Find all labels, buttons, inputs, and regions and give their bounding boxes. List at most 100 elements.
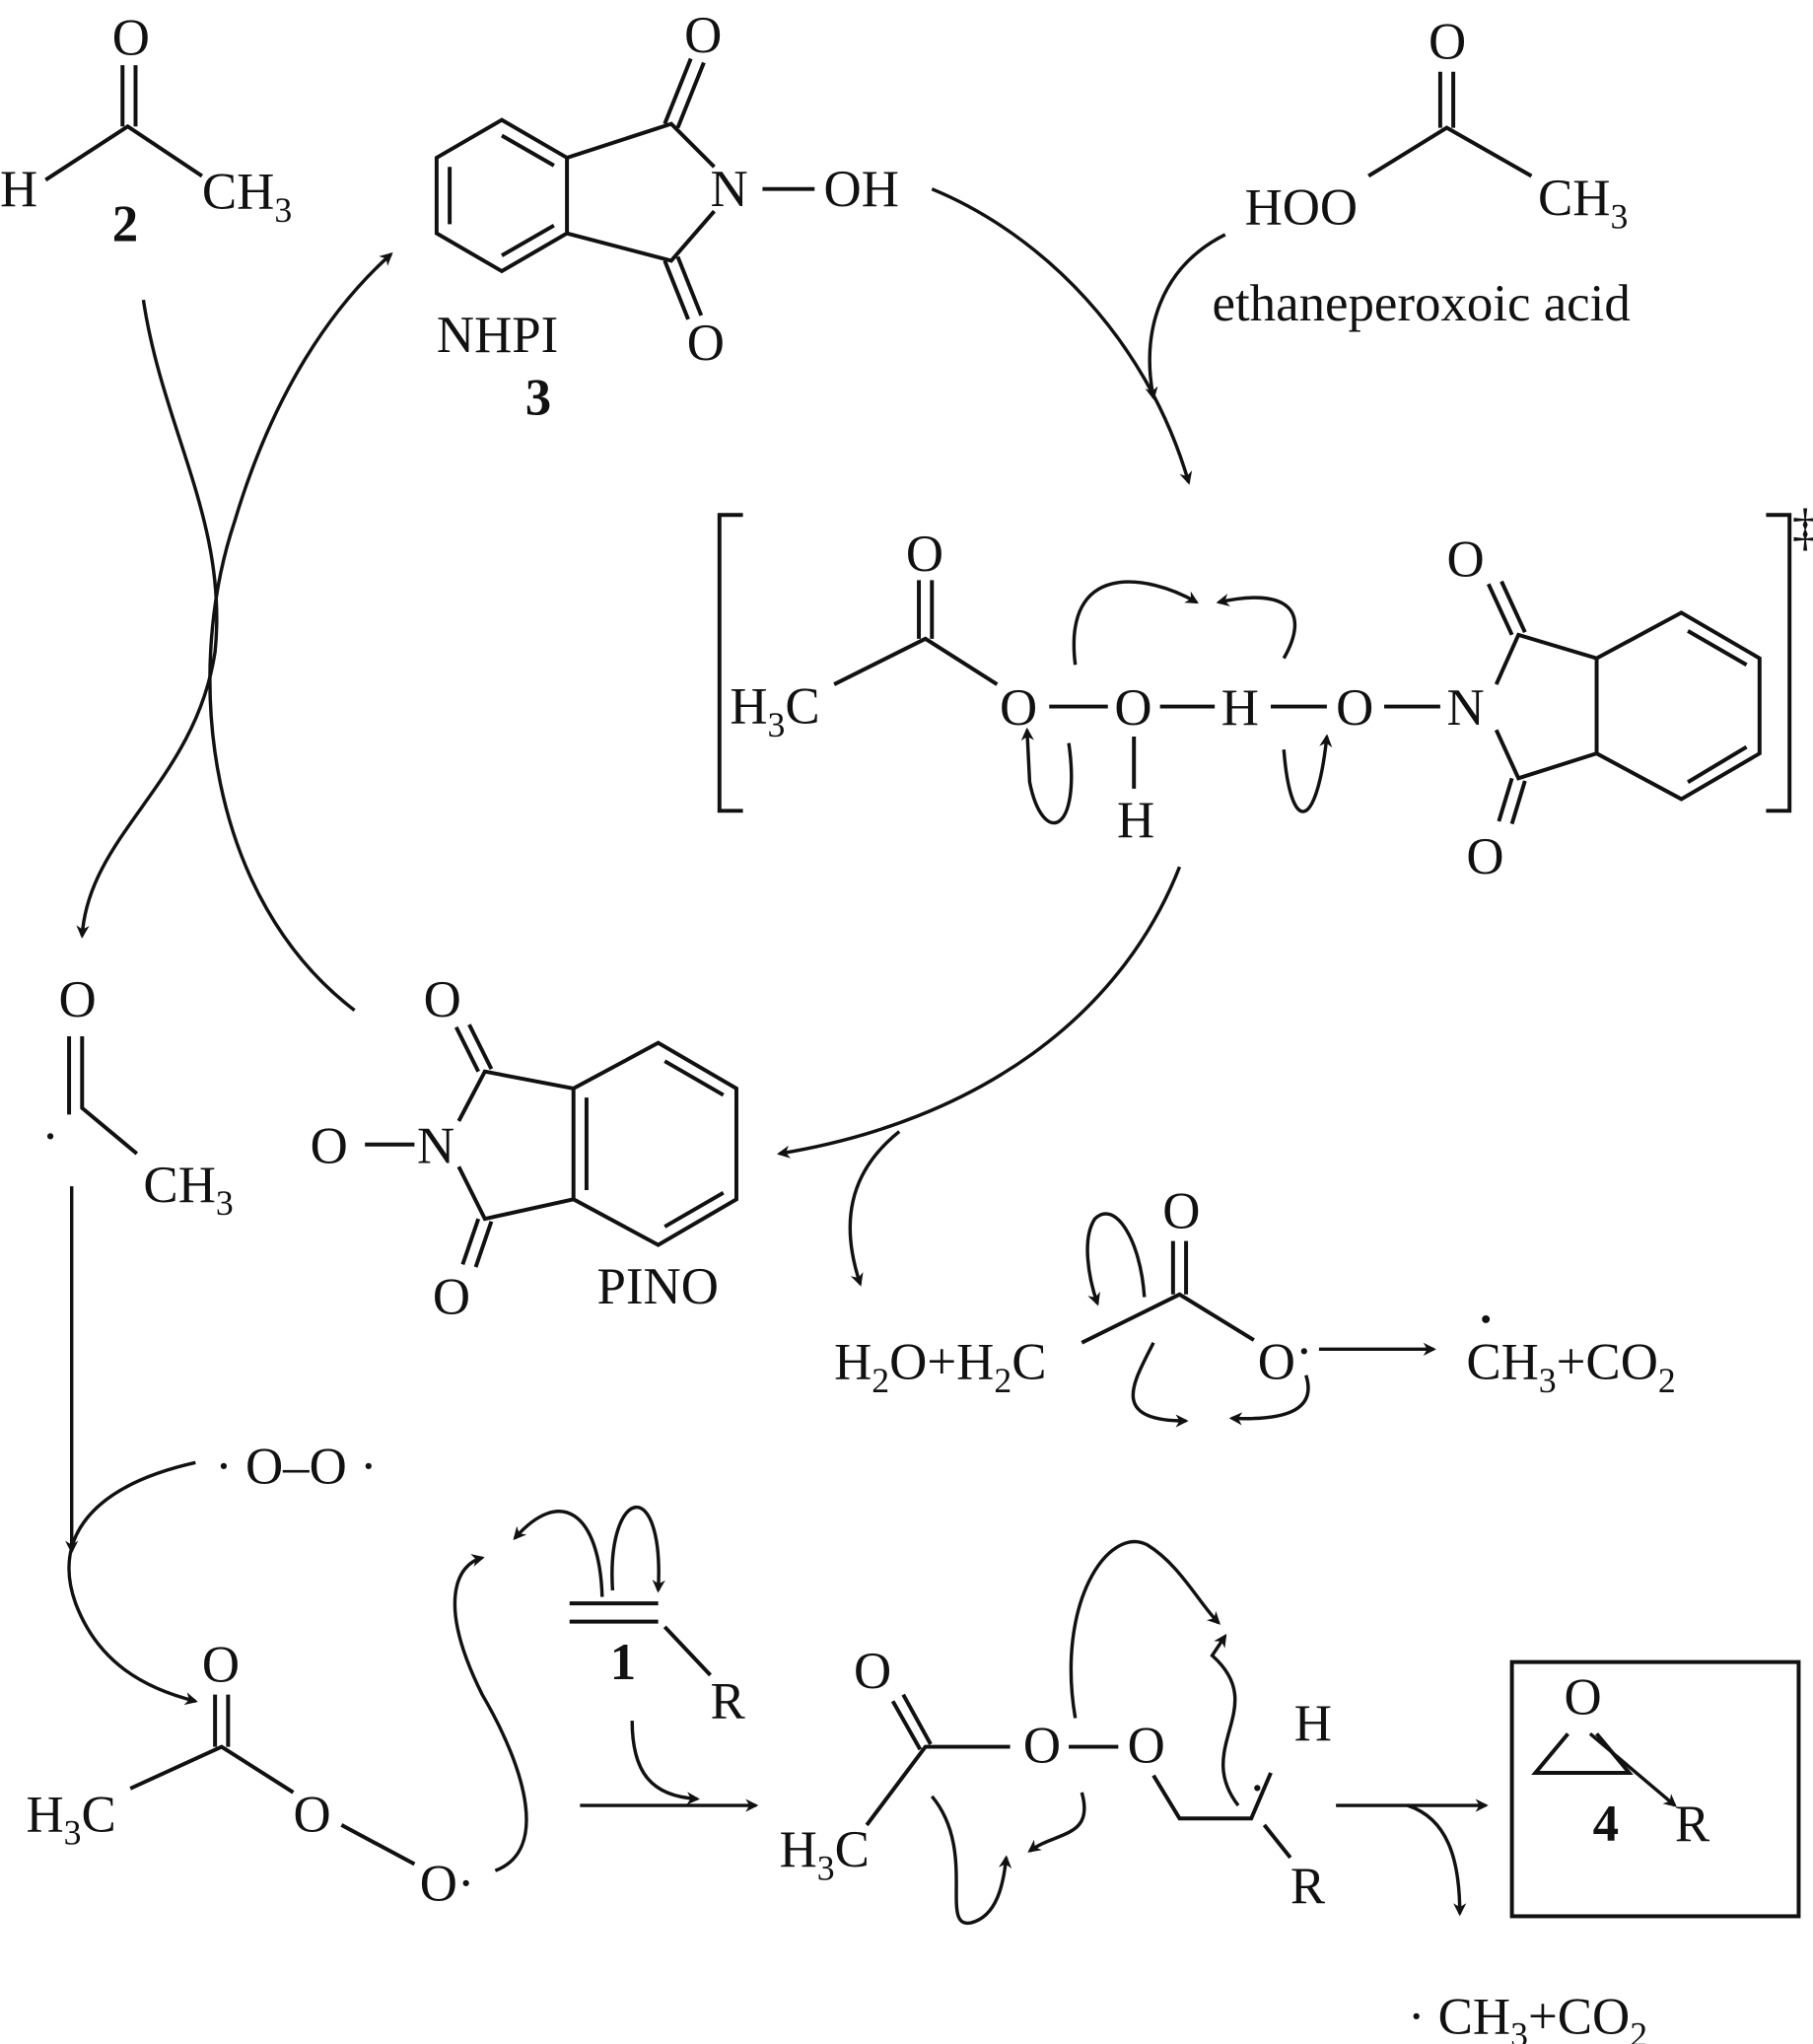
atom-o: O	[1000, 679, 1037, 737]
r-group: R	[1675, 1796, 1710, 1853]
arrow-pino-to-nhpi	[208, 252, 393, 1012]
curved-electron-arrow	[1216, 594, 1297, 660]
bonds	[129, 1694, 416, 1867]
arrow-alkene-in	[630, 1721, 700, 1805]
atom-o: O	[424, 971, 461, 1028]
atom-h: H	[1117, 792, 1154, 849]
arrow-peracid-to-ts	[1145, 233, 1226, 400]
compound-label: 2	[112, 196, 138, 253]
curved-electron-arrow	[1072, 580, 1199, 666]
atom-o-radical: O·	[420, 1856, 475, 1913]
radical-dot	[1482, 1314, 1491, 1323]
arrow-to-byproduct	[1407, 1803, 1467, 1917]
atom-h: H	[1294, 1695, 1332, 1752]
atom-o: O	[1114, 679, 1151, 737]
atom-o: O	[1336, 679, 1373, 737]
compound-label: 3	[525, 369, 551, 426]
curved-electron-arrow	[1282, 734, 1333, 813]
atom-o: O	[1429, 13, 1466, 70]
curved-electron-arrow	[1069, 1539, 1221, 1719]
atom-o: O	[433, 1269, 470, 1326]
atom-o: O	[854, 1643, 891, 1700]
curved-electron-arrow	[1228, 1374, 1310, 1426]
arrow-o2-addition	[67, 1460, 198, 1706]
arrow-ts-to-pino	[776, 866, 1182, 1159]
atom-o: O	[687, 315, 725, 372]
bonds	[1367, 71, 1533, 178]
atom-n: N	[711, 161, 748, 218]
methyl-group: CH3	[1538, 170, 1628, 236]
curved-electron-arrow	[453, 1554, 528, 1872]
arrow-to-decarboxylation	[848, 1130, 901, 1287]
compound-name: PINO	[597, 1258, 719, 1315]
atom-o: O	[293, 1787, 330, 1844]
atom-h: H	[0, 161, 37, 218]
compound-name: ethaneperoxoic acid	[1213, 275, 1631, 332]
atom-o: O	[1023, 1717, 1061, 1774]
curved-electron-arrow	[513, 1510, 604, 1597]
curved-electron-arrow	[1027, 1792, 1086, 1853]
atom-o: O	[112, 10, 150, 67]
atom-h: H	[1221, 679, 1259, 737]
curved-electron-arrow	[1020, 727, 1074, 825]
atom-o: O	[1466, 828, 1503, 885]
r-group: R	[711, 1672, 746, 1729]
compound-1-alkene: 1 R	[513, 1505, 759, 1812]
compound-4-epoxide: O 4 R	[1509, 1659, 1801, 1919]
atom-o: O	[202, 1636, 240, 1693]
radical-dot: ·	[41, 1108, 59, 1165]
curved-electron-arrow	[1131, 1341, 1189, 1428]
bonds	[566, 57, 815, 320]
arrow-2-to-acyl-radical	[76, 299, 219, 939]
compound-name: NHPI	[437, 307, 558, 364]
bond-arrow	[1588, 1732, 1677, 1807]
curved-electron-arrow	[930, 1795, 1012, 1925]
ethaneperoxoic-acid: O HOO CH3 ethaneperoxoic acid	[1213, 13, 1631, 332]
atom-o: O	[1446, 530, 1484, 588]
radical-dot: ·	[1249, 1760, 1267, 1817]
brackets	[717, 513, 1792, 813]
atom-o: O	[1162, 1182, 1200, 1239]
methyl-radical-co2: CH3+CO2	[1466, 1334, 1675, 1400]
hoo-group: HOO	[1245, 178, 1359, 236]
benzene-ring	[434, 117, 570, 274]
methyl-group: H3C	[780, 1821, 870, 1887]
bonds	[365, 1023, 738, 1268]
atom-n: N	[1446, 679, 1484, 737]
compound-label: 4	[1593, 1796, 1619, 1853]
acetyl-radical: O · CH3	[41, 971, 233, 1223]
product-box	[1509, 1659, 1801, 1919]
methyl-group: CH3	[143, 1157, 233, 1223]
pino-radical: O N O O PINO	[311, 971, 738, 1326]
bonds	[569, 1601, 712, 1677]
atom-o: O	[684, 7, 722, 64]
arrow-nhpi-to-ts	[931, 187, 1193, 485]
hydroxyl: OH	[824, 161, 899, 218]
atom-o: O	[906, 526, 943, 583]
compound-label: 1	[610, 1634, 636, 1691]
r-group: R	[1290, 1858, 1326, 1915]
dioxygen-diradical: · O–O ·	[215, 1439, 377, 1496]
methyl-group: H3C	[26, 1787, 115, 1853]
compound-2-acetaldehyde: O H CH3 2	[0, 10, 292, 253]
atom-n: N	[417, 1117, 454, 1174]
atom-o: O	[58, 971, 96, 1028]
bonds	[865, 1693, 1292, 1860]
curved-electron-arrow	[1210, 1633, 1240, 1807]
atom-o: O	[1564, 1669, 1601, 1727]
atom-o: O	[311, 1117, 348, 1174]
atom-o: O	[1128, 1717, 1165, 1774]
bonds	[67, 1036, 139, 1156]
transition-state: ‡ H3C O O O H O N H O O	[717, 500, 1813, 885]
curved-electron-arrow	[1085, 1212, 1147, 1306]
double-dagger: ‡	[1792, 500, 1813, 557]
curved-electron-arrow	[610, 1505, 665, 1593]
methyl-group: H3C	[730, 678, 819, 744]
methyl-group: CH3	[202, 164, 292, 230]
compound-3-nhpi: O O N OH NHPI 3	[434, 7, 899, 426]
atom-o-radical: O·	[1258, 1323, 1313, 1391]
byproduct-methyl-co2: · CH3+CO2	[1408, 1988, 1647, 2044]
bonds	[44, 65, 204, 182]
radical-intermediate: O H3C O O H R ·	[780, 1539, 1332, 1925]
